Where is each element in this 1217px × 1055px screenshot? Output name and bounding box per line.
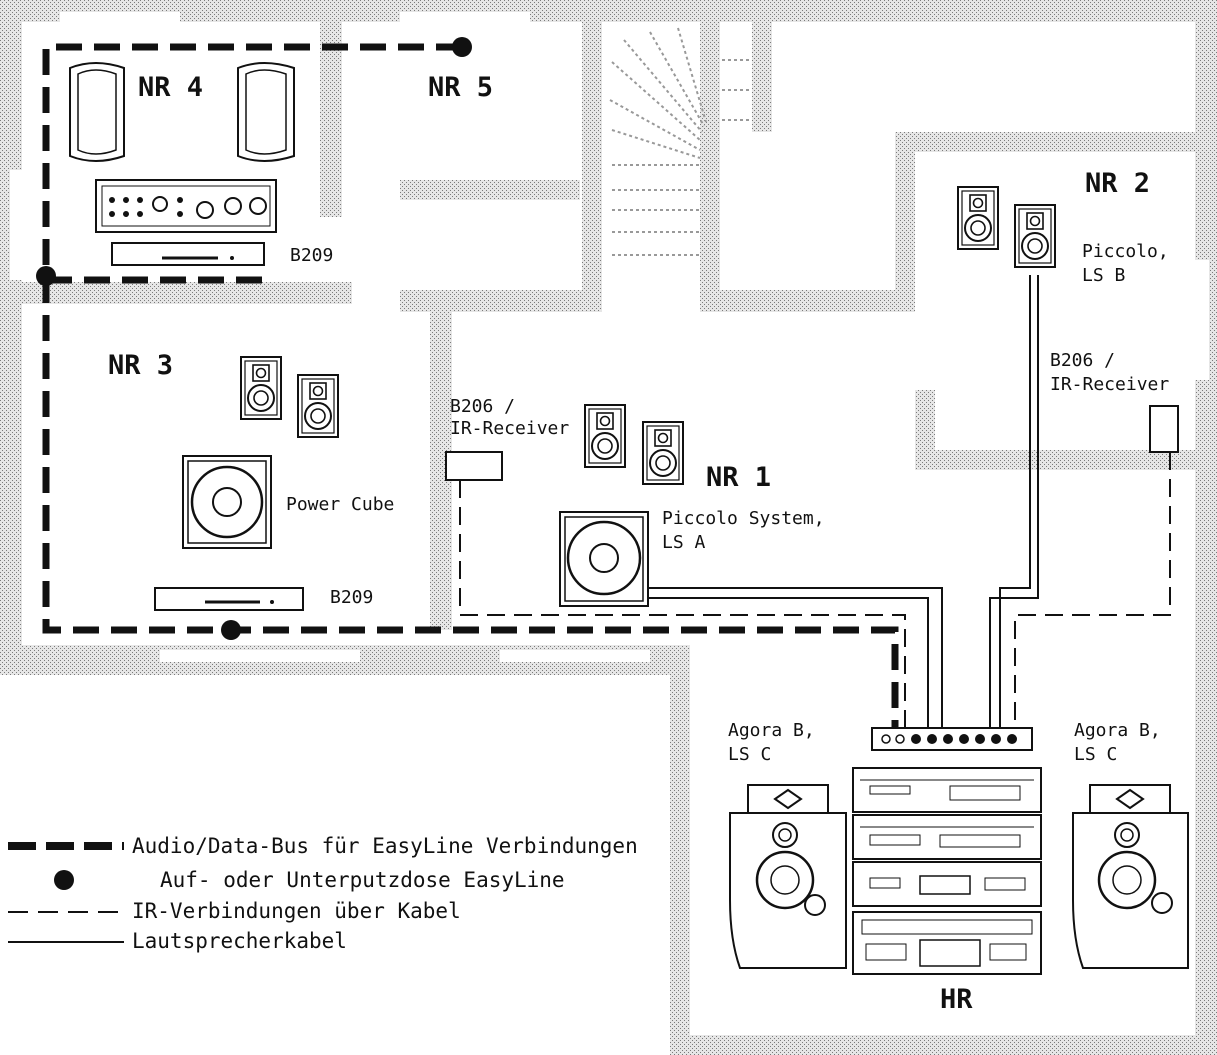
label-nr2-speaker-line1: Piccolo, [1082,241,1169,262]
nr3-speaker-right [297,374,339,438]
label-power-cube: Power Cube [286,494,394,515]
nr2-speaker-left [957,186,999,250]
label-agora-right-line1: Agora B, [1074,720,1161,741]
label-b206-nr1-line1: B206 / [450,396,515,417]
staircase [609,27,752,256]
label-agora-left-line1: Agora B, [728,720,815,741]
hr-speaker-right [1072,784,1189,969]
room-label-nr4: NR 4 [138,72,203,103]
nr4-amplifier [95,179,277,233]
legend-socket-symbol [54,870,74,890]
nr3-speaker-left [240,356,282,420]
legend-ir-text: IR-Verbindungen über Kabel [132,899,461,923]
label-agora-right-line2: LS C [1074,744,1117,765]
room-label-nr3: NR 3 [108,350,173,381]
legend-speaker-cable-text: Lautsprecherkabel [132,929,347,953]
label-nr1-speaker-line1: Piccolo System, [662,508,825,529]
nr4-speaker-left [69,62,125,162]
nr1-speaker-left [584,404,626,468]
label-b206-nr1-line2: IR-Receiver [450,418,569,439]
label-b206-nr2-line1: B206 / [1050,350,1115,371]
socket-top [452,37,472,57]
hr-speaker-left [729,784,847,969]
nr4-b209-device [111,242,265,266]
room-label-hr: HR [940,984,973,1015]
audio-data-bus [42,43,899,730]
speaker-cables [648,275,1039,730]
label-agora-left-line2: LS C [728,744,771,765]
legend-socket-text: Auf- oder Unterputzdose EasyLine [160,868,565,892]
socket-bottom [221,620,241,640]
socket-left [36,266,56,286]
nr1-speaker-right [642,421,684,485]
nr2-speaker-right [1014,204,1056,268]
legend-bus-text: Audio/Data-Bus für EasyLine Verbindungen [132,834,638,858]
label-nr1-speaker-line2: LS A [662,532,706,553]
room-label-nr5: NR 5 [428,72,493,103]
label-b206-nr2-line2: IR-Receiver [1050,374,1169,395]
label-b209-nr3: B209 [330,587,373,608]
nr2-ir-receiver [1149,405,1179,453]
nr4-speaker-right [237,62,295,162]
nr1-ir-receiver [445,451,503,481]
nr3-b209-device [154,587,304,611]
easyline-sockets [36,37,472,640]
room-label-nr2: NR 2 [1085,168,1150,199]
label-nr2-speaker-line2: LS B [1082,265,1125,286]
legend: Audio/Data-Bus für EasyLine Verbindungen… [8,834,638,953]
hr-distribution-bar [871,727,1033,751]
room-label-nr1: NR 1 [706,462,771,493]
hr-hifi-rack [852,767,1042,975]
ir-cables [459,452,1171,730]
nr1-subwoofer [559,511,649,607]
nr3-power-cube [182,455,272,549]
label-b209-nr4: B209 [290,245,333,266]
